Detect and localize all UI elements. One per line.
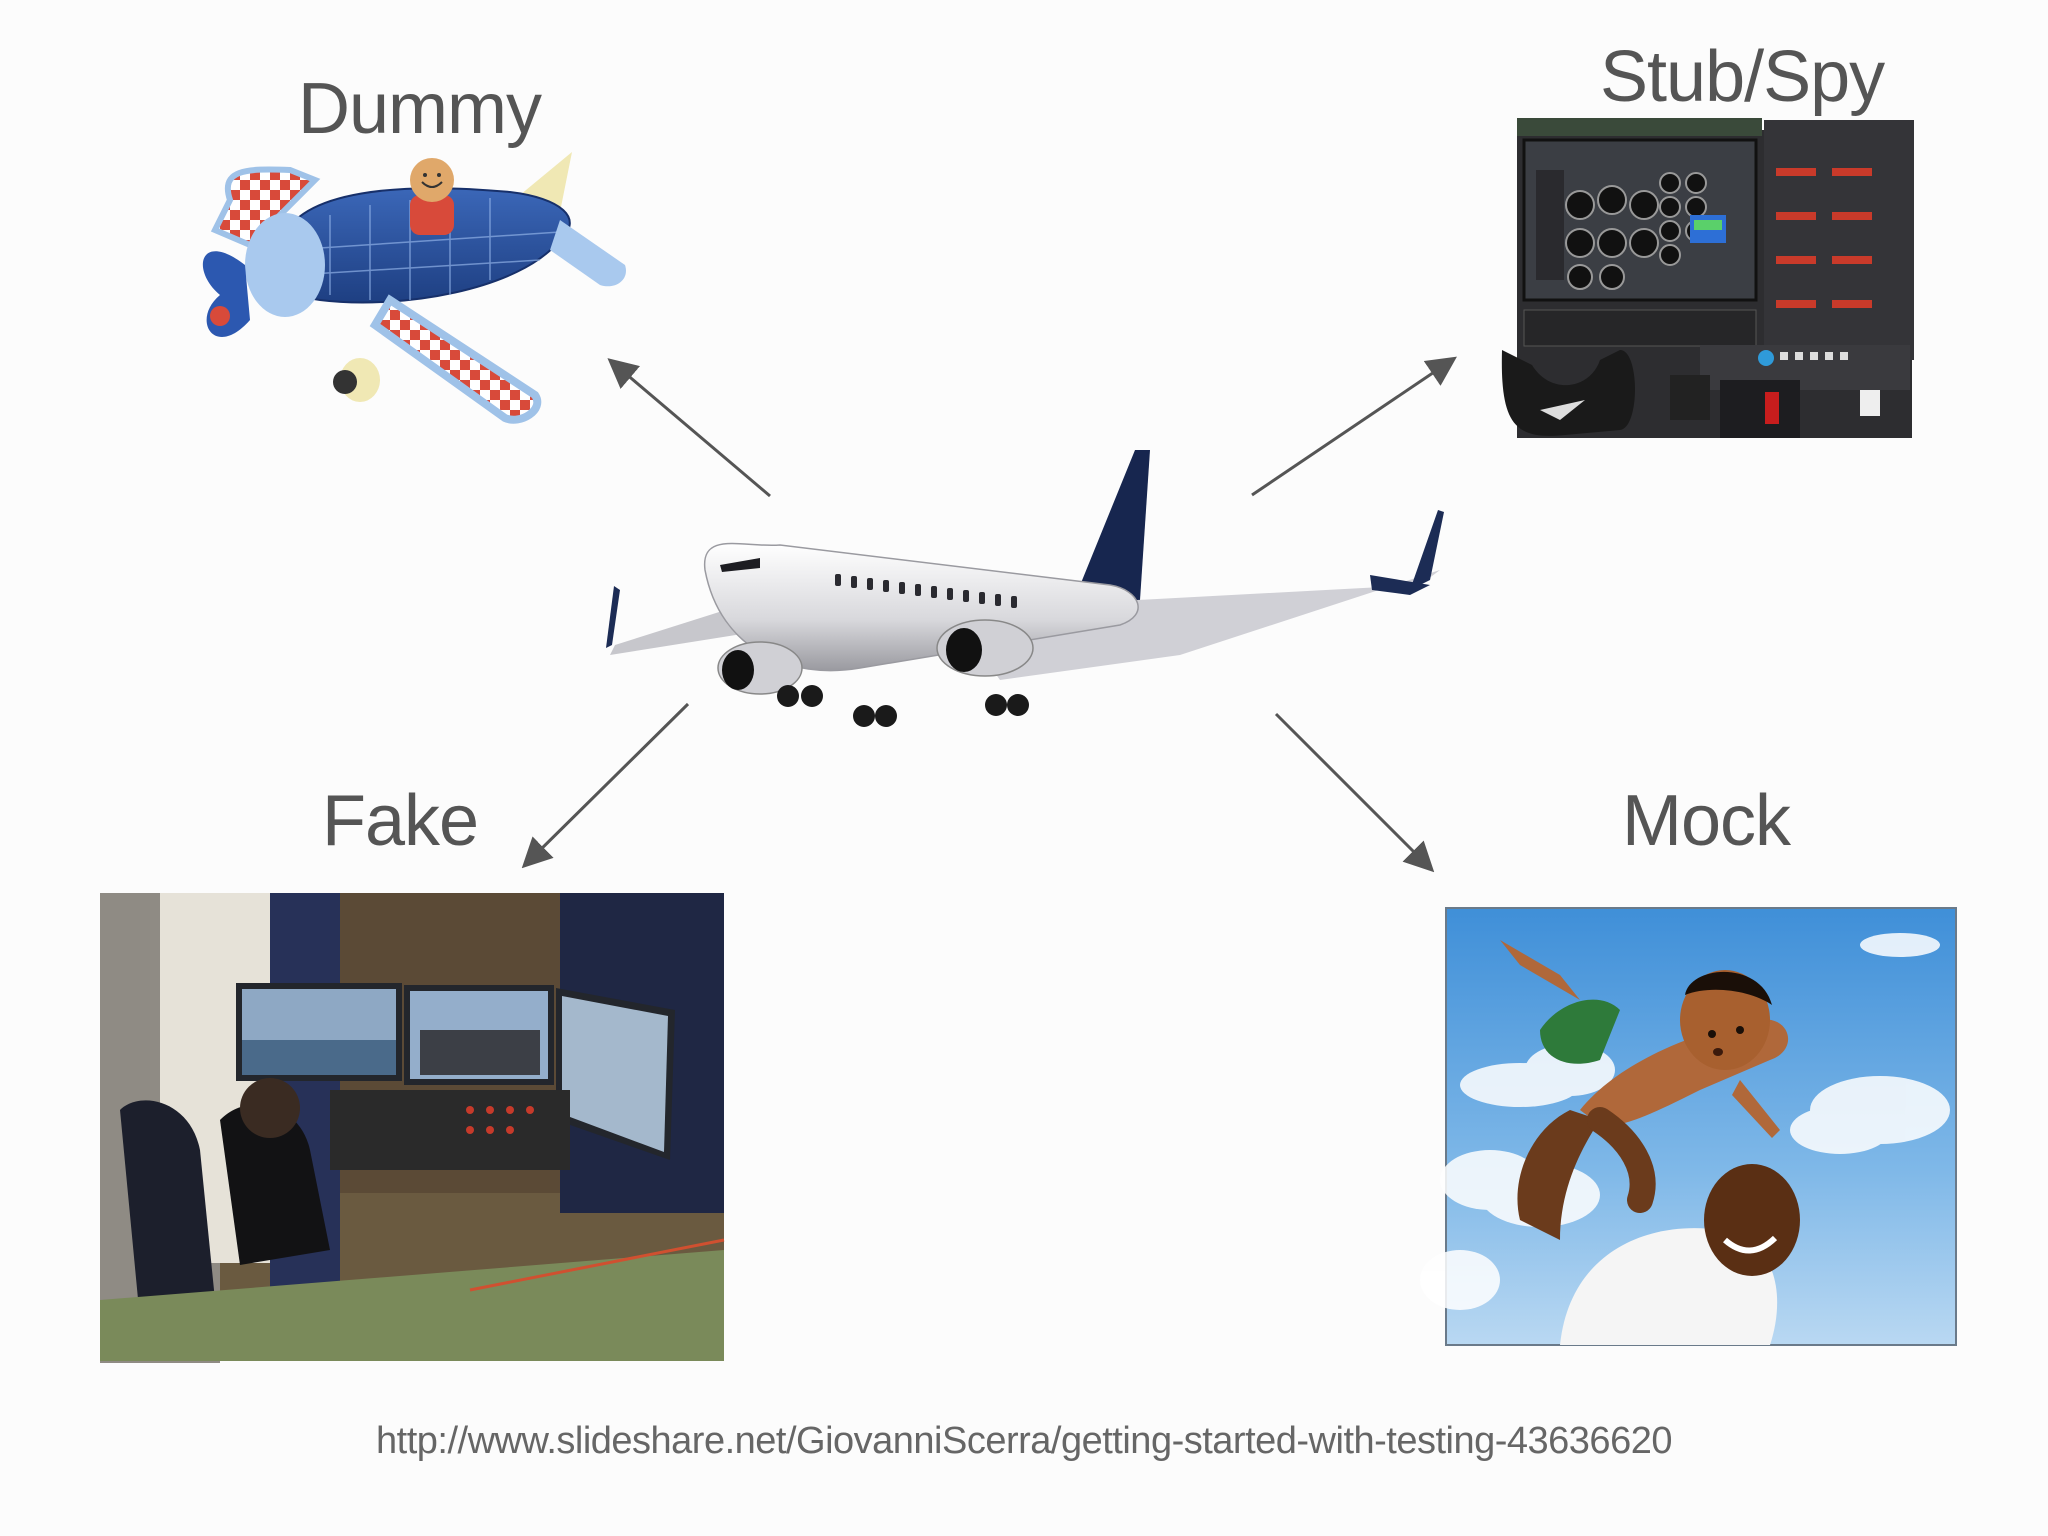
mock-label: Mock [1622, 781, 1791, 861]
father-child-image [1420, 907, 1957, 1346]
arrow-to-dummy [607, 358, 771, 498]
arrow-to-stub-spy [1251, 356, 1457, 497]
arrow-to-fake [521, 702, 690, 869]
arrow-to-mock [1274, 712, 1435, 873]
cockpit-panel-image [1501, 118, 1914, 438]
dummy-label: Dummy [298, 69, 542, 149]
source-url[interactable]: http://www.slideshare.net/GiovanniScerra… [376, 1420, 1672, 1462]
fake-label: Fake [322, 781, 479, 861]
toy-airplane-image [202, 152, 626, 424]
stub-spy-label: Stub/Spy [1600, 37, 1885, 117]
home-simulator-image [100, 893, 725, 1363]
airliner-image [606, 450, 1444, 727]
